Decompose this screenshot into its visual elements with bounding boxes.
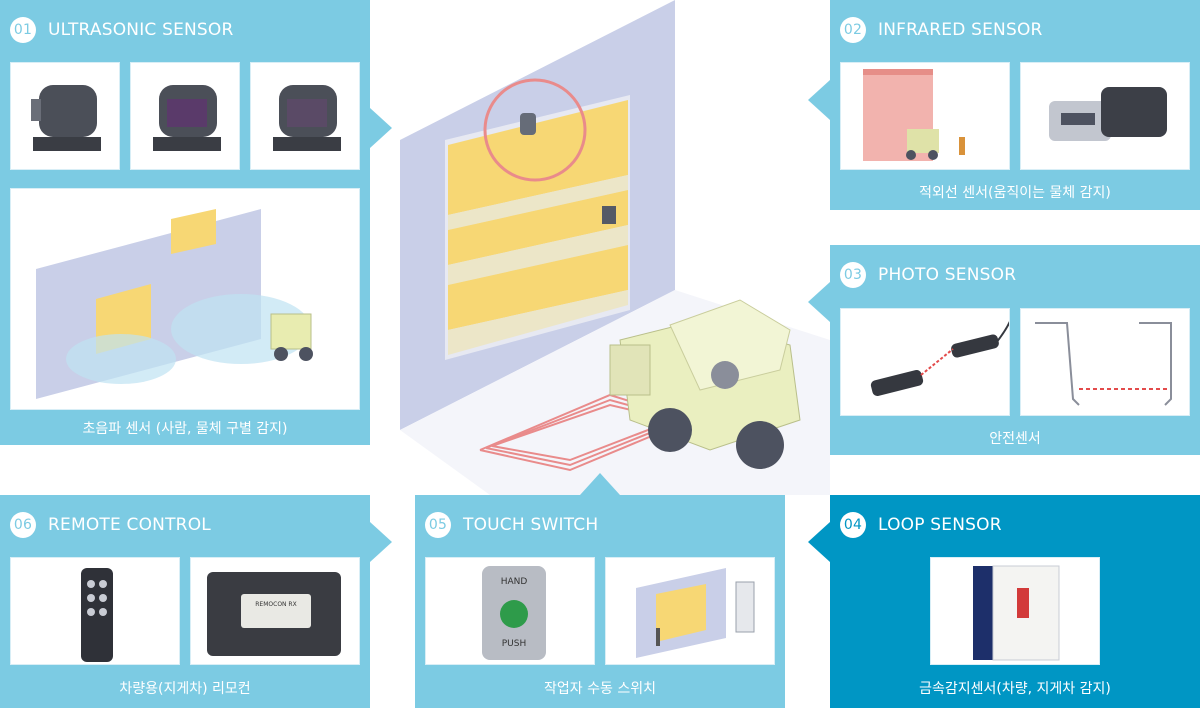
step-badge: 05	[425, 512, 451, 538]
loop-sensor-photo	[930, 557, 1100, 665]
infrared-panel: 02 INFRARED SENSOR 적외선 센서(움직이는 물체 감지)	[830, 0, 1200, 210]
touch-pointer	[580, 473, 620, 495]
ultrasonic-panel: 01 ULTRASONIC SENSOR 초음파 센서 (사람, 물체 구별 감…	[0, 0, 370, 445]
photo-caption: 안전센서	[989, 431, 1041, 447]
infrared-caption: 적외선 센서(움직이는 물체 감지)	[919, 185, 1111, 201]
photo-panel: 03 PHOTO SENSOR 안전센서	[830, 245, 1200, 455]
loop-pointer	[808, 522, 830, 562]
infrared-photo	[1020, 62, 1190, 170]
panel-title: LOOP SENSOR	[878, 515, 1002, 535]
remocon-label: REMOCON RX	[255, 601, 296, 608]
infrared-title: 02 INFRARED SENSOR	[840, 17, 1043, 43]
panel-title: ULTRASONIC SENSOR	[48, 20, 234, 40]
panel-title: TOUCH SWITCH	[463, 515, 599, 535]
step-badge: 03	[840, 262, 866, 288]
hand-label: HAND	[501, 577, 528, 587]
remote-panel: 06 REMOTE CONTROL REMOCON RX 차량용(지게차) 리모…	[0, 495, 370, 708]
ultrasonic-diagram	[10, 188, 360, 410]
remote-pointer	[370, 522, 392, 562]
loop-panel: 04 LOOP SENSOR 금속감지센서(차량, 지게차 감지)	[830, 495, 1200, 708]
loop-title: 04 LOOP SENSOR	[840, 512, 1002, 538]
panel-title: PHOTO SENSOR	[878, 265, 1017, 285]
ultrasonic-caption: 초음파 센서 (사람, 물체 구별 감지)	[82, 421, 288, 437]
photo-title: 03 PHOTO SENSOR	[840, 262, 1016, 288]
touch-caption: 작업자 수동 스위치	[544, 681, 656, 697]
remote-title: 06 REMOTE CONTROL	[10, 512, 211, 538]
loop-caption: 금속감지센서(차량, 지게차 감지)	[919, 681, 1111, 697]
touch-panel: 05 TOUCH SWITCH HAND PUSH 작업자 수동 스위치	[415, 495, 785, 708]
step-badge: 02	[840, 17, 866, 43]
ultrasonic-photo-2	[130, 62, 240, 170]
step-badge: 06	[10, 512, 36, 538]
ultrasonic-pointer	[370, 108, 392, 148]
touch-title: 05 TOUCH SWITCH	[425, 512, 598, 538]
step-badge: 04	[840, 512, 866, 538]
touch-switch-diagram	[605, 557, 775, 665]
panel-title: INFRARED SENSOR	[878, 20, 1043, 40]
main-illustration	[370, 0, 830, 495]
ultrasonic-photo-1	[10, 62, 120, 170]
remote-handset-photo	[10, 557, 180, 665]
panel-title: REMOTE CONTROL	[48, 515, 211, 535]
ultrasonic-title: 01 ULTRASONIC SENSOR	[10, 17, 234, 43]
photo-sensor-photo	[840, 308, 1010, 416]
photo-sensor-diagram	[1020, 308, 1190, 416]
touch-switch-photo: HAND PUSH	[425, 557, 595, 665]
remote-caption: 차량용(지게차) 리모컨	[119, 681, 251, 697]
ultrasonic-photo-3	[250, 62, 360, 170]
push-label: PUSH	[502, 639, 527, 649]
step-badge: 01	[10, 17, 36, 43]
infrared-diagram	[840, 62, 1010, 170]
photo-pointer	[808, 282, 830, 322]
infrared-pointer	[808, 80, 830, 120]
remote-receiver-photo: REMOCON RX	[190, 557, 360, 665]
